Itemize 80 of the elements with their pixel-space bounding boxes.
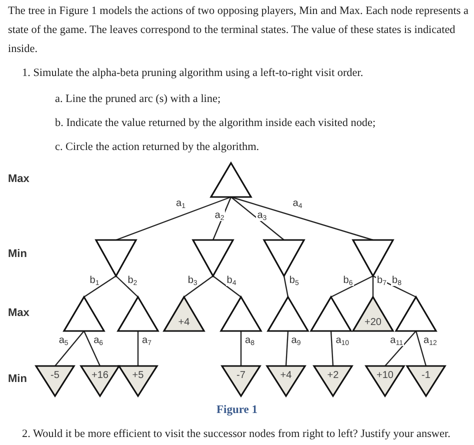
tree-edge [415,330,427,366]
level-label: Min [8,373,27,385]
question-item: c. Circle the action returned by the algorithm. [55,140,260,155]
tree-edge [116,196,232,241]
level-label: Max [8,307,30,319]
max-node-triangle [118,297,158,331]
edge-label: b$_{5}$ [288,275,300,286]
question-item: a. Line the pruned arc (s) with a line; [55,92,222,107]
max-node-triangle [64,297,104,331]
intro-paragraph: The tree in Figure 1 models the actions of two opposing players, Min and Max. Each node represents a state of the game. The leaves correspond to the terminal states. The value of these states is indicated inside. [8,4,470,57]
min-node-triangle [314,366,352,396]
min-node-triangle [264,240,304,276]
min-node-triangle [407,366,445,396]
tree-edge [330,275,374,298]
edge-label: b$_{8}$ [391,275,403,286]
question-item: 1. Simulate the alpha-beta pruning algorithm using a left-to-right visit order. [22,66,364,81]
edge-label: a$_{12}$ [422,335,438,346]
tree-edge [184,276,214,298]
edge-label: a$_{9}$ [290,335,302,346]
max-node-triangle [211,163,251,197]
edge-label: a$_{6}$ [92,335,104,346]
node-value: +10 [376,370,394,381]
min-node-triangle [267,366,305,396]
tree-edge [212,196,232,240]
min-node-triangle [222,366,260,396]
max-node-triangle [164,297,204,331]
tree-edge [330,330,334,366]
edge-label: a$_{5}$ [58,335,70,346]
tree-edge [137,331,139,366]
min-node-triangle [366,366,404,396]
node-value: -1 [420,370,432,381]
level-label: Max [8,173,30,185]
max-node-triangle [311,297,351,331]
node-value: +4 [279,370,293,381]
edge-label: b$_{3}$ [186,275,198,286]
edge-label: a$_{1}$ [175,198,186,210]
max-node-triangle [221,297,261,331]
min-node-triangle [119,366,157,396]
min-node-triangle [193,240,233,276]
edge-label: b$_{6}$ [342,275,354,286]
tree-edge [54,330,84,366]
node-value: +4 [177,317,191,328]
edge-label: b$_{7}$ [376,275,388,286]
tree-edge [84,276,116,298]
node-value: +5 [131,370,145,381]
node-value: -7 [236,370,246,381]
edge-label: a$_{11}$ [389,335,404,346]
tree-edge [384,330,416,366]
tree-edge [283,276,289,298]
tree-edge [285,330,289,366]
edge-label: a$_{2}$ [214,210,226,222]
tree-edge [240,331,242,366]
tree-edge [116,276,138,298]
tree-edge [83,330,101,366]
tree-edge [372,276,374,297]
edge-label: b$_{4}$ [226,275,238,286]
edge-label: a$_{7}$ [141,335,152,346]
edge-label: a$_{3}$ [256,210,268,222]
node-value: -5 [50,370,60,381]
edge-label: a$_{10}$ [334,335,350,346]
min-node-triangle [96,240,136,276]
edge-label: b$_{2}$ [126,275,138,286]
max-node-triangle [268,297,308,331]
figure-caption: Figure 1 [216,404,258,416]
tree-edge [230,196,284,240]
edge-label: b$_{1}$ [88,275,100,286]
question-item: b. Indicate the value returned by the algorithm inside each visited node; [55,116,377,131]
node-value: +16 [90,370,110,381]
level-label: Min [8,248,27,260]
question-item: 2. Would it be more efficient to visit the successor nodes from right to left? Justify your answer. [22,427,452,442]
min-node-triangle [353,240,393,276]
node-value: +20 [364,317,382,328]
edge-label: a$_{4}$ [292,198,304,210]
node-value: +2 [326,370,340,381]
edge-label: a$_{8}$ [244,335,256,346]
max-node-triangle [396,297,436,331]
max-node-triangle [353,297,393,331]
min-node-triangle [81,366,119,396]
tree-edge [212,276,242,298]
min-node-triangle [36,366,74,396]
